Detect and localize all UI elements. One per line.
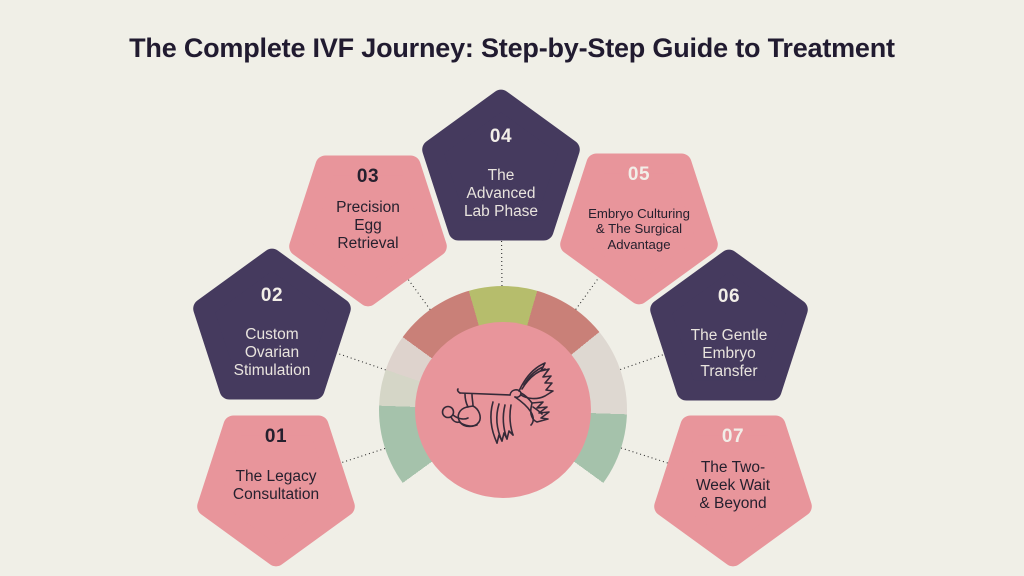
pentagon-shape [654, 415, 812, 567]
step-number: 02 [260, 285, 284, 306]
page-title: The Complete IVF Journey: Step-by-Step G… [129, 33, 895, 63]
step-04-pentagon: 04 The Advanced Lab Phase [417, 88, 585, 256]
step-label: Embryo Culturing & The Surgical Advantag… [588, 205, 690, 252]
step-label: The Legacy Consultation [232, 467, 320, 503]
step-01-pentagon: 01 The Legacy Consultation [192, 400, 360, 568]
step-number: 05 [627, 164, 651, 185]
step-label: The Gentle Embryo Transfer [690, 326, 768, 381]
pentagon-shape [650, 249, 808, 401]
pentagon-shape [197, 415, 355, 567]
step-label: The Two- Week Wait & Beyond [695, 458, 771, 513]
step-number: 01 [264, 426, 288, 447]
pentagon-shape [560, 153, 718, 305]
pentagon-shape [422, 89, 580, 241]
step-label: Custom Ovarian Stimulation [233, 325, 311, 380]
step-number: 03 [356, 166, 380, 187]
step-number: 07 [721, 426, 745, 447]
step-number: 04 [489, 126, 513, 147]
center-circle [415, 322, 591, 498]
pentagon-shape [193, 248, 351, 400]
step-05-pentagon: 05 Embryo Culturing & The Surgical Advan… [555, 138, 723, 306]
step-label: Precision Egg Retrieval [336, 198, 400, 253]
step-06-pentagon: 06 The Gentle Embryo Transfer [645, 248, 813, 416]
step-03-pentagon: 03 Precision Egg Retrieval [284, 140, 452, 308]
stork-carrying-baby-icon [441, 362, 554, 444]
step-label: The Advanced Lab Phase [463, 166, 539, 221]
step-02-pentagon: 02 Custom Ovarian Stimulation [188, 247, 356, 415]
step-07-pentagon: 07 The Two- Week Wait & Beyond [649, 400, 817, 568]
pentagon-shape [289, 155, 447, 307]
step-number: 06 [717, 286, 741, 307]
